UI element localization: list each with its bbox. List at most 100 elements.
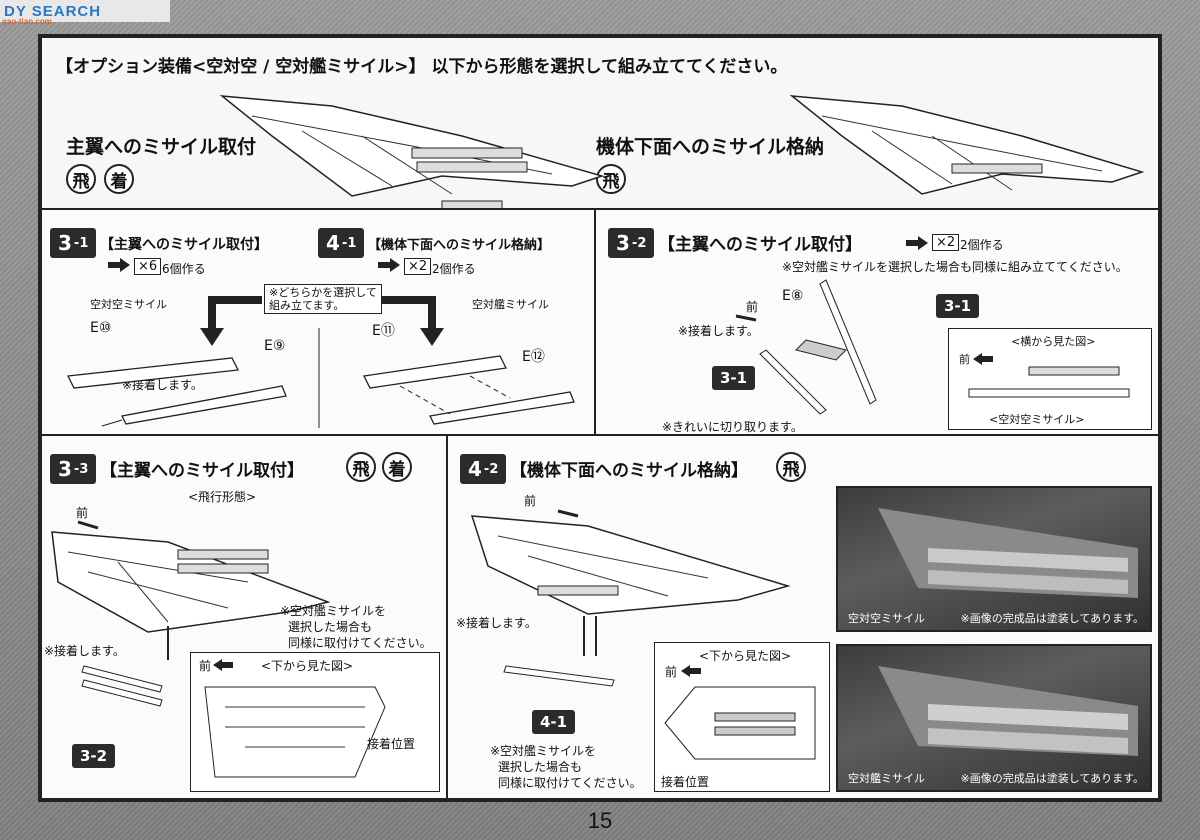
ship-flight-mode-drawing (51, 520, 331, 633)
part-label: E⑫ (522, 349, 545, 365)
divider (318, 328, 320, 428)
step-3-2-title: 【主翼へのミサイル取付】 (658, 235, 862, 255)
ref-badge: 3-1 (936, 294, 980, 318)
note-line: 選択した場合も (498, 760, 583, 774)
arrow-left-icon (681, 665, 701, 677)
ship-bottom-drawing (664, 686, 816, 760)
photo-label: 空対艦ミサイル (848, 772, 925, 785)
side-view-inset: <横から見た図> 前 <空対空ミサイル> (948, 328, 1152, 430)
glue-note: ※接着します。 (678, 324, 759, 338)
front-label: 前 (746, 300, 759, 314)
step-4-1-title: 【機体下面へのミサイル格納】 (368, 238, 551, 253)
assembly-note: ※空対艦ミサイルを選択した場合も同様に組み立ててください。 (782, 260, 1128, 274)
note-line: 同様に取付けてください。 (288, 636, 432, 650)
step-3-3-panel: 3-3 【主翼へのミサイル取付】 飛 着 前 <飛行形態> ※空対艦ミサイルを … (40, 434, 448, 800)
photo-note: ※画像の完成品は塗装してあります。 (960, 772, 1144, 785)
inset-title: <下から見た図> (699, 649, 792, 663)
step-4-2-title: 【機体下面へのミサイル格納】 (510, 461, 748, 481)
view-label: <飛行形態> (188, 490, 257, 504)
missile-parts-drawing (363, 355, 575, 425)
arrow-left-icon (973, 353, 993, 365)
finished-photo: 空対艦ミサイル ※画像の完成品は塗装してあります。 (836, 644, 1152, 792)
step-4-2-panel: 4-2 【機体下面へのミサイル格納】 飛 前 ※接着します。 4-1 ※空対艦ミ… (446, 434, 1160, 800)
quantity-text: 2個作る (432, 262, 476, 276)
option-header-panel: 【オプション装備<空対空 / 空対艦ミサイル>】 以下から形態を選択して組み立て… (40, 36, 1160, 210)
flight-mode-icon: 飛 (66, 164, 96, 194)
front-label: 前 (665, 665, 678, 679)
landing-mode-icon: 着 (104, 164, 134, 194)
position-label: 接着位置 (367, 737, 416, 751)
inset-caption: <空対空ミサイル> (989, 413, 1085, 426)
arrow-icon (906, 236, 928, 250)
landing-mode-icon: 着 (382, 452, 412, 482)
multiplier: ×2 (932, 234, 960, 251)
quantity-text: 2個作る (960, 238, 1004, 252)
ref-badge: 4-1 (532, 710, 576, 734)
ship-drawing-wing (219, 95, 605, 210)
choice-arrows (200, 296, 444, 346)
arrow-icon (108, 258, 130, 272)
step-badge-3-3: 3-3 (50, 454, 97, 484)
ref-badge: 3-2 (72, 744, 116, 768)
multiplier: ×2 (404, 258, 432, 275)
front-label: 前 (76, 506, 89, 520)
step-3-3-title: 【主翼へのミサイル取付】 (100, 461, 304, 481)
inset-title: <下から見た図> (261, 659, 354, 673)
belly-missile-label: 機体下面へのミサイル格納 (596, 136, 825, 158)
step-3-2-panel: 3-2 【主翼へのミサイル取付】 ×2 2個作る ※空対艦ミサイルを選択した場合… (594, 208, 1160, 436)
step-3-1-4-1-panel: 3-1 【主翼へのミサイル取付】 ×6 6個作る 空対空ミサイル E⑩ E⑨ ※… (40, 208, 596, 436)
step-badge-3-1: 3-1 (50, 228, 97, 258)
note-line: 同様に取付けてください。 (498, 776, 642, 790)
glue-note: ※接着します。 (122, 378, 203, 392)
arrow-left-icon (213, 659, 233, 671)
part-label: E⑨ (264, 338, 286, 354)
front-label: 前 (959, 353, 970, 366)
arrow-icon (378, 258, 400, 272)
flight-mode-icon: 飛 (776, 452, 806, 482)
part-label: E⑩ (90, 320, 112, 336)
bottom-view-inset: <下から見た図> 前 接着位置 (190, 652, 440, 792)
missile-pair-drawing (81, 626, 169, 707)
inset-title: <横から見た図> (1011, 335, 1096, 348)
missile-side-drawing (968, 366, 1130, 398)
missile-assembly-drawing (735, 279, 877, 415)
missile-parts-drawing (67, 357, 287, 427)
glue-note: ※接着します。 (456, 616, 537, 630)
missile-type-label: 空対艦ミサイル (472, 298, 549, 311)
photo-missiles (878, 666, 1138, 756)
step-3-1-title: 【主翼へのミサイル取付】 (100, 237, 268, 253)
note-line: 選択した場合も (288, 620, 373, 634)
note-line: ※空対艦ミサイルを (280, 604, 387, 618)
note-line: ※空対艦ミサイルを (490, 744, 597, 758)
front-label: 前 (199, 659, 212, 673)
front-label: 前 (524, 494, 537, 508)
bottom-view-inset: <下から見た図> 前 接着位置 (654, 642, 830, 792)
choose-note: ※どちらかを選択して 組み立てます。 (264, 284, 382, 314)
finished-photo: 空対空ミサイル ※画像の完成品は塗装してあります。 (836, 486, 1152, 632)
part-label: E⑪ (372, 323, 395, 339)
wing-missile-label: 主翼へのミサイル取付 (66, 136, 257, 158)
missile-insert-drawing (503, 616, 615, 687)
step-badge-3-2: 3-2 (608, 228, 655, 258)
flight-mode-icon: 飛 (596, 164, 626, 194)
glue-note: ※接着します。 (44, 644, 125, 658)
instruction-sheet: 【オプション装備<空対空 / 空対艦ミサイル>】 以下から形態を選択して組み立て… (38, 34, 1162, 802)
multiplier: ×6 (134, 258, 162, 275)
step-badge-4-1: 4-1 (318, 228, 365, 258)
cut-note: ※きれいに切り取ります。 (662, 420, 803, 434)
quantity-text: 6個作る (162, 262, 206, 276)
ship-drawing-belly (789, 95, 1145, 195)
page-number: 15 (587, 808, 613, 833)
ship-bottom-drawing (204, 686, 386, 778)
ref-badge: 3-1 (712, 366, 756, 390)
ship-belly-drawing (470, 509, 791, 615)
missile-type-label: 空対空ミサイル (90, 298, 167, 311)
position-label: 接着位置 (661, 775, 710, 789)
step-badge-4-2: 4-2 (460, 454, 507, 484)
flight-mode-icon: 飛 (346, 452, 376, 482)
photo-label: 空対空ミサイル (848, 612, 925, 625)
part-label: E⑧ (782, 288, 804, 304)
header-title: 【オプション装備<空対空 / 空対艦ミサイル>】 以下から形態を選択して組み立て… (56, 57, 788, 77)
